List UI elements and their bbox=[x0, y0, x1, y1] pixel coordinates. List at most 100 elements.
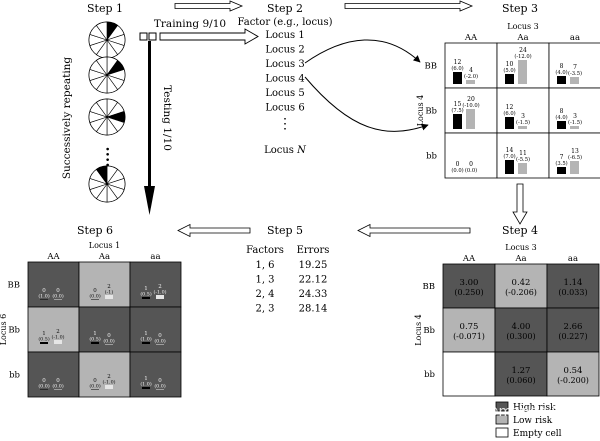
risk-ratio: 1.14 bbox=[564, 278, 583, 288]
case-bar bbox=[505, 117, 514, 129]
risk-score: (-0.206) bbox=[505, 288, 537, 297]
control-count: 0 bbox=[469, 161, 473, 168]
test-case-score: (0.0) bbox=[89, 383, 101, 390]
case-count: 15 bbox=[454, 101, 462, 108]
case-bar bbox=[505, 74, 514, 84]
locus-item: Locus 6 bbox=[265, 103, 304, 114]
grid-col-head: aa bbox=[570, 33, 580, 43]
grid-row-head: bb bbox=[424, 370, 435, 380]
case-count: 0 bbox=[456, 161, 460, 168]
case-count: 10 bbox=[506, 61, 514, 68]
control-count: 13 bbox=[571, 148, 579, 155]
fold-pie bbox=[88, 98, 126, 136]
case-count: 7 bbox=[560, 154, 564, 161]
risk-ratio: 0.42 bbox=[512, 278, 531, 288]
case-count: 14 bbox=[506, 147, 514, 154]
test-control-score: (0.0) bbox=[154, 383, 166, 390]
control-score: (-12.0) bbox=[514, 53, 531, 60]
risk-legend: High risk Low risk Empty cell bbox=[495, 401, 562, 439]
test-cell bbox=[27, 306, 80, 353]
case-count: 12 bbox=[506, 104, 514, 111]
legend-high-swatch bbox=[495, 401, 509, 412]
test-control-count: 2 bbox=[158, 284, 162, 290]
control-score: (-1.5) bbox=[568, 119, 582, 126]
test-control-bar bbox=[156, 295, 164, 299]
locus-n: Locus N bbox=[264, 145, 307, 156]
control-bar bbox=[570, 161, 579, 174]
grid-row-head: Bb bbox=[8, 326, 20, 336]
test-cell bbox=[27, 351, 80, 398]
case-count: 12 bbox=[454, 59, 462, 66]
grid-cell bbox=[444, 132, 498, 179]
legend-low-swatch bbox=[495, 414, 509, 425]
risk-ratio: 0.54 bbox=[564, 366, 583, 376]
test-control-score: (0.0) bbox=[52, 383, 64, 390]
test-control-score: (0.0) bbox=[52, 293, 64, 300]
test-control-bar bbox=[156, 344, 164, 345]
locus-item: Locus 3 bbox=[265, 59, 304, 70]
test-control-score: (0.0) bbox=[103, 338, 115, 345]
testing-arrow-head bbox=[144, 186, 155, 215]
legend-high-label: High risk bbox=[513, 403, 556, 413]
testing-arrow-shaft bbox=[148, 41, 151, 191]
grid-col-head: aa bbox=[568, 254, 578, 264]
grid-col-head: Aa bbox=[98, 252, 110, 262]
legend-low-label: Low risk bbox=[513, 416, 553, 426]
control-bar bbox=[570, 77, 579, 84]
arrow-step3-step4 bbox=[512, 183, 528, 225]
risk-cell bbox=[442, 351, 496, 397]
case-score: (7.5) bbox=[451, 107, 463, 114]
case-score: (7.0) bbox=[503, 153, 515, 160]
test-cell bbox=[78, 261, 131, 308]
step1-title: Step 1 bbox=[87, 2, 123, 15]
repeat-label: Successively repeating bbox=[61, 57, 73, 180]
test-control-count: 0 bbox=[56, 378, 60, 384]
test-case-bar bbox=[91, 299, 99, 300]
grid-col-title: Locus 3 bbox=[505, 243, 537, 252]
case-score: (6.0) bbox=[503, 110, 515, 117]
risk-cell bbox=[442, 307, 496, 353]
test-case-count: 0 bbox=[93, 288, 97, 294]
control-count: 20 bbox=[467, 96, 475, 103]
grid-col-title: Locus 1 bbox=[89, 241, 121, 250]
locus-n-var: N bbox=[296, 145, 307, 156]
grid-col-head: aa bbox=[150, 252, 160, 262]
case-bar bbox=[557, 121, 566, 129]
table-error-cell: 24.33 bbox=[299, 289, 328, 300]
control-score: (-10.0) bbox=[462, 102, 479, 109]
cross-validation-pies bbox=[88, 21, 126, 203]
step2-title: Step 2 bbox=[267, 2, 303, 15]
test-control-score: (-1.0) bbox=[154, 289, 167, 296]
test-case-bar bbox=[40, 389, 48, 390]
test-case-score: (0.5) bbox=[38, 336, 50, 343]
control-bar bbox=[518, 126, 527, 129]
fold-pie bbox=[88, 165, 126, 203]
case-bar bbox=[453, 72, 462, 84]
training-arrow bbox=[159, 28, 259, 45]
test-case-count: 1 bbox=[144, 376, 148, 382]
fold-pie bbox=[88, 56, 126, 94]
control-score: (0.0) bbox=[465, 167, 477, 174]
control-bar bbox=[466, 109, 475, 129]
case-bar bbox=[557, 76, 566, 84]
arrow-step2-step3 bbox=[344, 0, 474, 12]
training-box bbox=[139, 32, 148, 41]
training-label: Training 9/10 bbox=[154, 18, 226, 30]
case-count: 8 bbox=[560, 108, 564, 115]
test-case-count: 0 bbox=[93, 378, 97, 384]
locus-item: Locus 2 bbox=[265, 45, 304, 56]
fold-pie bbox=[88, 21, 126, 59]
case-bar bbox=[557, 167, 566, 174]
grid-col-head: AA bbox=[46, 252, 60, 262]
grid-row-head: BB bbox=[425, 62, 438, 72]
table-header: Factors bbox=[246, 245, 284, 256]
test-control-count: 2 bbox=[56, 329, 60, 335]
test-control-count: 2 bbox=[107, 284, 111, 290]
pie-slice-testing bbox=[96, 165, 108, 185]
test-cell bbox=[78, 306, 131, 353]
pie-ellipsis: •••• bbox=[101, 146, 111, 167]
